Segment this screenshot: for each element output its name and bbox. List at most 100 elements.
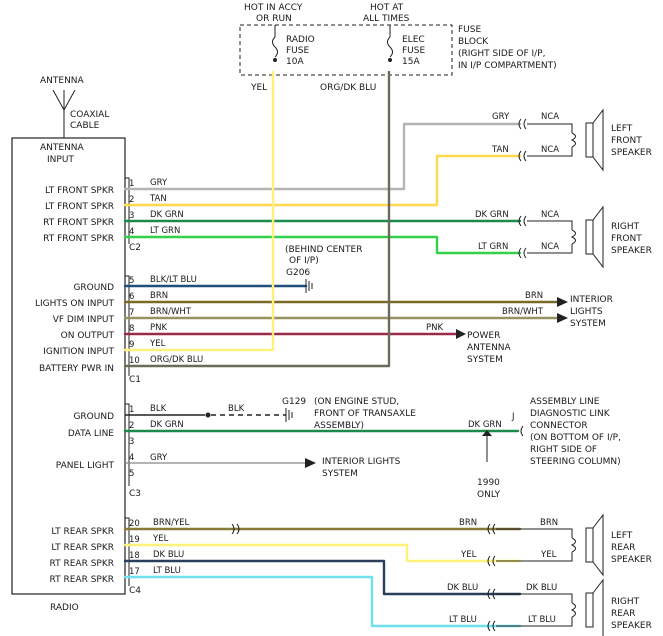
speaker-right-front (570, 205, 604, 269)
right-label-brn-r2: BRN (540, 518, 558, 528)
nca-label-4: NCA (541, 242, 559, 252)
year-label-2: ONLY (477, 490, 501, 500)
rt-front-spkr-b-label: RT FRONT SPKR (43, 234, 114, 244)
right-label-pnk: PNK (426, 323, 443, 333)
pin-19: 19 (129, 535, 140, 545)
right-front-label-1: RIGHT (611, 222, 640, 232)
year-note: 1990 ONLY (477, 430, 501, 500)
hot-all-label-2: ALL TIMES (363, 14, 410, 24)
speaker-cone-icon (592, 205, 604, 269)
pin-2: 2 (129, 195, 134, 205)
assembly-line-label-5: RIGHT SIDE OF (530, 445, 597, 455)
wire-label-brn-yel: BRN/YEL (153, 518, 190, 528)
antenna-icon (52, 89, 76, 138)
wire-label-lt-blu: LT BLU (153, 566, 181, 576)
elec-fuse-terminal (388, 58, 392, 62)
wire-lt-blu (123, 575, 522, 628)
wire-org-dk-blu (123, 70, 391, 368)
right-label-dk-grn-2: DK GRN (468, 420, 502, 430)
fuse-block-label-2: BLOCK (458, 37, 489, 47)
pin-7: 7 (129, 308, 134, 318)
connector-icon (487, 555, 496, 567)
wire-yel-rear (123, 543, 522, 563)
connector-brackets (125, 177, 130, 586)
fuse-block: HOT IN ACCY OR RUN HOT AT ALL TIMES RADI… (239, 3, 557, 93)
assembly-line-label-4: (ON BOTTOM OF I/P, (530, 433, 621, 443)
connector-c2-label: C2 (129, 243, 141, 253)
wire-label-pnk: PNK (150, 323, 167, 333)
ground-label: GROUND (73, 283, 114, 293)
right-label-yel-r2: YEL (540, 550, 557, 560)
connector-c1-bracket (125, 275, 130, 376)
speaker-cone-icon (592, 513, 604, 577)
right-label-lt-blu-r1: LT BLU (449, 615, 477, 625)
pin-c3-3: 3 (129, 437, 134, 447)
arrow-icon (456, 329, 466, 339)
wire-label-gry-2: GRY (150, 453, 168, 463)
right-label-dk-blu-r1: DK BLU (447, 583, 478, 593)
connector-c4-label: C4 (129, 586, 141, 596)
wire-label-blk: BLK (150, 404, 167, 414)
yel-top-label: YEL (250, 83, 267, 93)
wire-label-yel-2: YEL (152, 534, 169, 544)
coil-icon (570, 537, 576, 553)
radio-fuse-label-3: 10A (286, 57, 304, 67)
speaker-cone-icon (592, 108, 604, 172)
speaker-icon (585, 592, 594, 628)
connector-icon (487, 620, 496, 632)
pin-c3-5: 5 (129, 469, 134, 479)
lead (496, 617, 573, 627)
pin-1: 1 (129, 179, 134, 189)
nca-label-1: NCA (541, 112, 559, 122)
speaker-left-rear (570, 513, 604, 577)
pin-3: 3 (129, 211, 134, 221)
radio-label: RADIO (50, 603, 79, 613)
coax-label-2: CABLE (70, 121, 100, 131)
wire-label-gry: GRY (150, 178, 168, 188)
elec-fuse-icon (387, 36, 393, 58)
wire-tan (123, 154, 522, 207)
right-rear-label-3: SPEAKER (611, 621, 652, 631)
radio-fuse-terminal (273, 58, 277, 62)
lead (496, 528, 573, 538)
fuse-block-label-3: (RIGHT SIDE OF I/P, (458, 49, 545, 59)
left-front-label-2: FRONT (611, 136, 642, 146)
hot-accy-label-2: OR RUN (256, 14, 292, 24)
wire-lt-grn (123, 235, 522, 255)
right-rear-label-1: RIGHT (611, 597, 640, 607)
interior-lights-label-1: INTERIOR (570, 295, 613, 305)
wire-label-dk-grn: DK GRN (150, 210, 184, 220)
right-front-label-2: FRONT (611, 234, 642, 244)
ignition-input-label: IGNITION INPUT (43, 347, 114, 357)
coax-label-1: COAXIAL (70, 110, 109, 120)
behind-center-label-1: (BEHIND CENTER (285, 245, 362, 255)
radio-unit: ANTENNA INPUT RADIO LT FRONT SPKR LT FRO… (11, 137, 141, 613)
battery-pwr-in-label: BATTERY PWR IN (39, 364, 114, 374)
wires (123, 70, 559, 628)
lt-front-spkr-a-label: LT FRONT SPKR (45, 186, 114, 196)
speaker-cone-icon (592, 578, 604, 636)
pin-4: 4 (129, 227, 134, 237)
right-rear-label-2: REAR (611, 609, 635, 619)
radio-fuse-label-2: FUSE (286, 46, 309, 56)
wire-label-brn-wht: BRN/WHT (150, 307, 192, 317)
right-label-brn-r1: BRN (459, 518, 477, 528)
wire-dk-blu (123, 559, 522, 596)
wire-label-dk-grn-2: DK GRN (150, 420, 184, 430)
ground-g129 (285, 408, 293, 422)
connector-c3-bracket (125, 403, 130, 486)
pin-10: 10 (129, 356, 140, 366)
interior-lights-label-4: INTERIOR LIGHTS (322, 457, 401, 467)
engine-stud-label-2: FRONT OF TRANSAXLE (314, 409, 416, 419)
arrow-icon (557, 297, 568, 307)
lead (527, 147, 573, 157)
pin-9: 9 (129, 340, 134, 350)
connector-icon (487, 523, 496, 535)
engine-stud-label-1: (ON ENGINE STUD, (314, 397, 399, 407)
right-labels: GRY TAN NCA NCA LEFT FRONT SPEAKER DK GR… (228, 112, 652, 631)
wire-label-lt-grn: LT GRN (150, 226, 180, 236)
coil-icon (570, 602, 576, 618)
rt-rear-spkr-b-label: RT REAR SPKR (50, 575, 114, 585)
nca-label-3: NCA (541, 210, 559, 220)
